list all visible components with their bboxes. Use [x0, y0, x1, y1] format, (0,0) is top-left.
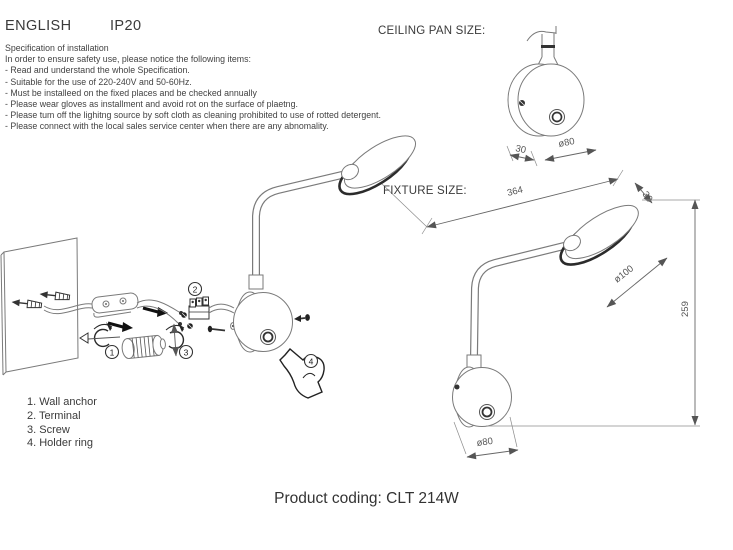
svg-text:364: 364 — [506, 184, 524, 199]
svg-text:2: 2 — [193, 285, 198, 295]
spec-item: - Read and understand the whole Specific… — [5, 65, 190, 76]
ip-rating: IP20 — [110, 18, 142, 34]
spec-item: - Please wear gloves as installment and … — [5, 98, 298, 109]
svg-text:259: 259 — [680, 301, 691, 317]
install-arrow-icon — [107, 321, 133, 332]
dimension-height: 259 — [486, 199, 700, 427]
fixture-lamp-body — [452, 204, 639, 428]
ceiling-pan-size-label: CEILING PAN SIZE: — [378, 25, 486, 37]
spec-item: - Please connect with the local sales se… — [5, 121, 329, 132]
dimension-pan-diameter: ø80 — [544, 136, 597, 162]
fixture-size-drawing: 364 30 ø100 259 ø80 — [381, 169, 700, 460]
dimension-head-depth: 30 — [634, 182, 655, 204]
assembled-lamp — [233, 135, 416, 353]
ceiling-pan-body — [507, 26, 585, 137]
svg-text:1: 1 — [110, 348, 115, 358]
fixture-size-label: FIXTURE SIZE: — [383, 185, 467, 197]
svg-text:ø100: ø100 — [612, 263, 636, 285]
lock-ring — [165, 323, 185, 357]
exploded-view-drawing: 1 3 — [0, 135, 416, 399]
ceiling-pan-drawing: 30 ø80 — [506, 26, 597, 167]
dimension-base-diameter: ø80 — [453, 416, 519, 460]
spec-item: - Must be installeed on the fixed places… — [5, 87, 257, 98]
svg-text:30: 30 — [514, 143, 527, 156]
callout-3: 3 — [178, 344, 194, 360]
supply-wires — [43, 303, 93, 315]
dimension-head-diameter: ø100 — [606, 257, 668, 308]
svg-text:30: 30 — [640, 189, 655, 204]
parts-list-item: 3. Screw — [27, 423, 70, 436]
base-wires — [208, 303, 235, 314]
screw — [181, 312, 193, 329]
language-heading: ENGLISH — [5, 18, 72, 34]
terminal-block — [188, 296, 210, 320]
spec-intro: In order to ensure safety use, please no… — [5, 54, 251, 65]
dimension-length: 364 — [381, 169, 624, 235]
callout-4: 4 — [303, 353, 319, 369]
screw — [207, 322, 236, 333]
parts-list: 1. Wall anchor 2. Terminal 3. Screw 4. H… — [27, 396, 97, 451]
mounting-bracket — [91, 292, 139, 318]
svg-text:ø80: ø80 — [476, 436, 494, 449]
callout-2: 2 — [187, 281, 203, 297]
spec-item: - Suitable for the use of 220-240V and 5… — [5, 76, 192, 87]
pointing-hand-icon — [279, 348, 325, 399]
parts-list-item: 2. Terminal — [27, 409, 81, 422]
product-coding: Product coding: CLT 214W — [274, 490, 459, 507]
spec-title: Specification of installation — [5, 43, 109, 53]
parts-list-item: 4. Holder ring — [27, 437, 94, 450]
spec-item: - Please tum off the lighitng source by … — [5, 110, 381, 121]
stem-cylinder — [121, 334, 166, 360]
spec-block: Specification of installation In order t… — [5, 43, 381, 133]
svg-text:3: 3 — [184, 348, 189, 358]
dimension-pan-depth: 30 — [506, 143, 538, 167]
svg-text:ø80: ø80 — [557, 136, 575, 150]
svg-text:4: 4 — [309, 357, 314, 367]
screw — [294, 314, 310, 322]
callout-1: 1 — [104, 344, 120, 360]
parts-list-item: 1. Wall anchor — [27, 396, 97, 408]
holder-ring — [79, 322, 121, 348]
